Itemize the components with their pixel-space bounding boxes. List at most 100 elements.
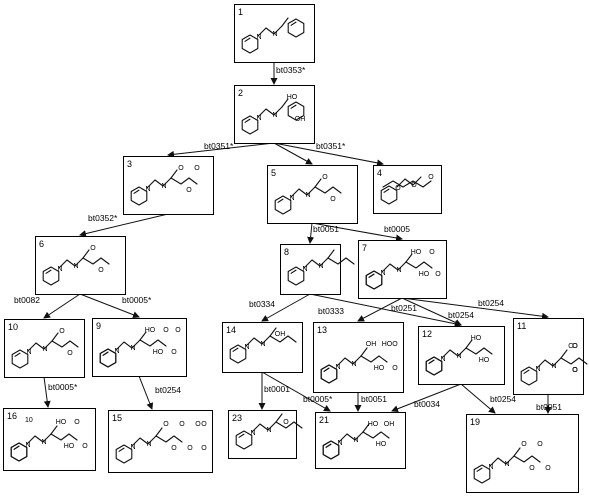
atom-label: O <box>572 343 578 350</box>
atom-label: O <box>74 419 80 426</box>
chain-bond <box>441 347 467 359</box>
ring <box>520 366 538 386</box>
atom-label: N <box>266 427 271 434</box>
tail-chain <box>275 421 303 429</box>
enzyme-label: bt0005 <box>384 224 410 234</box>
ring-double-bond <box>45 269 52 274</box>
ring-double-bond <box>244 37 251 42</box>
atom-label: HO <box>153 349 164 356</box>
enzyme-label: bt0034 <box>414 399 440 409</box>
atom-label: N <box>302 266 307 273</box>
ring-double-bond <box>238 433 245 438</box>
enzyme-label: bt0051 <box>313 224 339 234</box>
tail-chain <box>51 340 79 348</box>
atom-label: O <box>59 328 65 335</box>
compound-number: 6 <box>39 239 44 249</box>
atom-label: O <box>187 445 193 452</box>
atom-label: N <box>41 439 46 446</box>
enzyme-label: bt0001 <box>264 384 290 394</box>
atom-label: N <box>335 364 340 371</box>
chain-bond <box>115 339 141 351</box>
compound-number: 15 <box>112 413 122 423</box>
atom-label: O <box>171 349 177 356</box>
chain-bond <box>257 106 283 118</box>
compound-number: 12 <box>422 329 432 339</box>
atom-label: O <box>67 350 73 357</box>
ring-double-bond <box>383 188 390 193</box>
enzyme-label: bt0251 <box>391 303 417 313</box>
tail-chain <box>139 339 167 347</box>
enzyme-label: bt0005* <box>48 382 78 392</box>
atom-label: OH <box>295 116 306 123</box>
compound-frame <box>92 318 187 377</box>
chain-bond <box>536 357 562 369</box>
compound-number: 9 <box>96 321 101 331</box>
compound-frame <box>228 410 297 459</box>
atom-label: N <box>73 263 78 270</box>
compound-frame <box>3 408 96 471</box>
atom-label: OH <box>366 341 377 348</box>
catechol-ring <box>287 101 305 121</box>
atom-label: OH <box>384 421 395 428</box>
pyridine-ring-double-bond <box>428 359 435 364</box>
reaction-arrow <box>138 375 154 410</box>
chain-bond <box>245 335 271 347</box>
compound-frame <box>513 318 584 395</box>
atom-label: HO <box>287 94 298 101</box>
chain-bond <box>336 355 362 367</box>
methyl-bond <box>281 98 289 108</box>
atom-label: HO <box>145 327 156 334</box>
methyl-bond <box>50 425 58 435</box>
enzyme-label: bt0051 <box>536 402 562 412</box>
atom-label: N <box>130 345 135 352</box>
reaction-arrow <box>261 371 331 412</box>
methyl-bond <box>139 331 147 341</box>
chain-bond <box>489 455 515 467</box>
compound-number: 21 <box>319 415 329 425</box>
atom-label: O <box>429 249 435 256</box>
atom-label: N <box>256 115 261 122</box>
compound-number: 1 <box>238 7 243 17</box>
compound-number: 2 <box>238 88 243 98</box>
methyl-bond <box>465 339 473 349</box>
ring-double-bond <box>277 198 284 203</box>
atom-label: N <box>440 356 445 363</box>
enzyme-label: bt0254 <box>448 310 474 320</box>
atom-label: O <box>392 341 398 348</box>
edges-layer <box>43 62 552 414</box>
reaction-arrow <box>167 142 275 158</box>
atom-label: O <box>201 421 207 428</box>
atom-label: N <box>146 441 151 448</box>
atom-label: N <box>42 346 47 353</box>
methyl-bond <box>275 413 283 423</box>
pyridine-ring <box>320 364 338 384</box>
ring-double-bond <box>14 352 21 357</box>
tail-chain <box>560 357 588 365</box>
ring <box>11 349 29 369</box>
atom-label: O <box>82 443 88 450</box>
reaction-arrow <box>401 297 462 326</box>
tail-chain <box>269 335 297 343</box>
pyridine-ring-double-bond <box>368 273 375 278</box>
reaction-arrow <box>43 293 81 319</box>
atom-label: O <box>411 182 417 189</box>
reaction-arrow <box>309 293 462 328</box>
compound-number: 7 <box>362 243 367 253</box>
enzyme-label: bt0254 <box>478 298 504 308</box>
atom-label: O <box>194 165 200 172</box>
compound-number: 11 <box>517 321 526 331</box>
atom-label: HO <box>368 421 379 428</box>
chain-bond <box>146 177 172 189</box>
compound-frame <box>373 165 442 214</box>
methyl-bond <box>82 249 90 259</box>
compound-number: 19 <box>470 417 480 427</box>
atom-label: O <box>529 465 535 472</box>
atom-label: N <box>272 31 277 38</box>
methyl-bond <box>362 423 370 433</box>
ring <box>130 186 148 206</box>
compound-frame <box>222 322 303 373</box>
